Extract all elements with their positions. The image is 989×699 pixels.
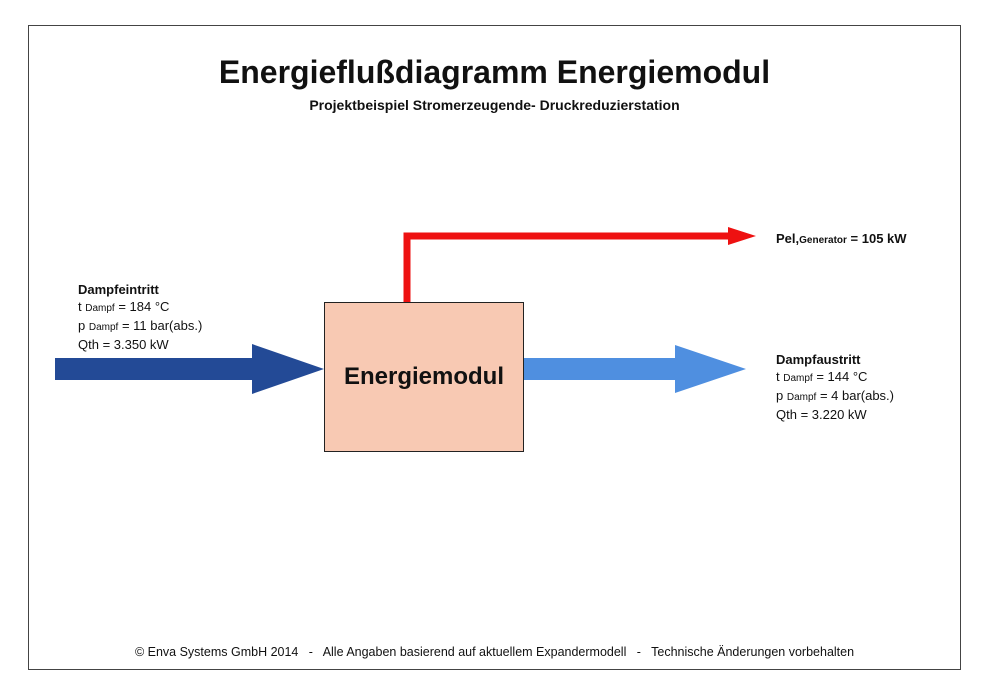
- page-frame: [28, 25, 961, 670]
- outlet-pressure: p Dampf = 4 bar(abs.): [776, 388, 895, 403]
- energy-module-box: Energiemodul: [324, 302, 524, 452]
- energy-module-label: Energiemodul: [343, 363, 505, 390]
- footer-note: © Enva Systems GmbH 2014 - Alle Angaben …: [134, 645, 855, 659]
- electric-arrowhead: [728, 227, 756, 245]
- outlet-temperature: t Dampf = 144 °C: [776, 369, 868, 384]
- inlet-arrow: [55, 344, 324, 394]
- outlet-info: Dampfaustritt t Dampf = 144 °C p Dampf =…: [776, 351, 894, 423]
- inlet-temperature: t Dampf = 184 °C: [78, 299, 170, 314]
- diagram-title: Energieflußdiagramm Energiemodul: [218, 54, 771, 90]
- outlet-heading: Dampfaustritt: [776, 352, 861, 367]
- inlet-pressure: p Dampf = 11 bar(abs.): [78, 318, 203, 333]
- diagram-subtitle: Projektbeispiel Stromerzeugende- Druckre…: [309, 97, 680, 113]
- outlet-heat: Qth = 3.220 kW: [776, 407, 867, 422]
- inlet-heat: Qth = 3.350 kW: [78, 337, 169, 352]
- outlet-arrow: [524, 345, 746, 393]
- electric-power-label: Pel,Generator = 105 kW: [776, 231, 907, 246]
- inlet-heading: Dampfeintritt: [78, 282, 159, 297]
- electric-line: [403, 232, 730, 302]
- inlet-info: Dampfeintritt t Dampf = 184 °C p Dampf =…: [78, 281, 202, 353]
